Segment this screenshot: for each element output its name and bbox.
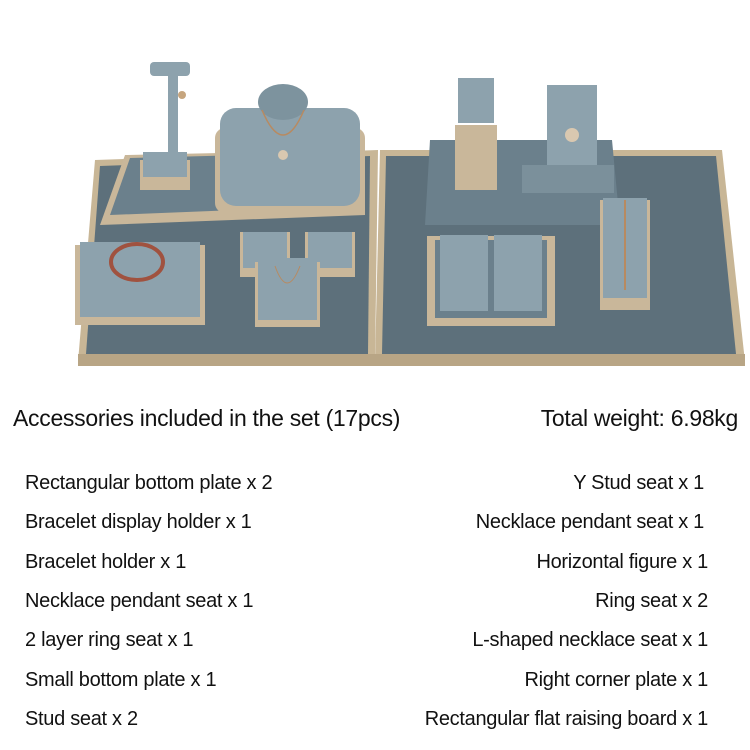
bracelet-holder bbox=[75, 242, 205, 325]
y-stud-seat bbox=[150, 62, 190, 155]
list-item: Bracelet holder x 1 bbox=[25, 551, 187, 573]
ring-seats-right bbox=[455, 78, 497, 190]
product-photo bbox=[75, 62, 745, 366]
list-item: Horizontal figure x 1 bbox=[536, 551, 708, 573]
list-item: Bracelet display holder x 1 bbox=[25, 511, 252, 533]
necklace-bust bbox=[215, 84, 365, 213]
total-weight: Total weight: 6.98kg bbox=[540, 405, 739, 431]
list-item: 2 layer ring seat x 1 bbox=[25, 629, 194, 651]
list-item: Rectangular bottom plate x 2 bbox=[25, 472, 273, 494]
list-item: Y Stud seat x 1 bbox=[573, 472, 704, 494]
l-shaped-necklace-seat bbox=[547, 85, 597, 165]
list-item: Necklace pendant seat x 1 bbox=[475, 511, 705, 533]
list-item: Right corner plate x 1 bbox=[524, 669, 709, 691]
necklace-pendant-seat-left bbox=[255, 258, 320, 327]
accessories-title: Accessories included in the set (17pcs) bbox=[13, 405, 401, 431]
list-item: Small bottom plate x 1 bbox=[25, 669, 217, 691]
ring-seat-left bbox=[140, 152, 190, 190]
list-item: Rectangular flat raising board x 1 bbox=[424, 708, 709, 730]
list-item: Stud seat x 2 bbox=[25, 708, 138, 730]
list-item: Ring seat x 2 bbox=[595, 590, 708, 612]
necklace-pendant-tray bbox=[427, 235, 555, 326]
list-item: L-shaped necklace seat x 1 bbox=[472, 629, 708, 651]
list-item: Necklace pendant seat x 1 bbox=[25, 590, 254, 612]
horizontal-figure bbox=[600, 198, 650, 310]
